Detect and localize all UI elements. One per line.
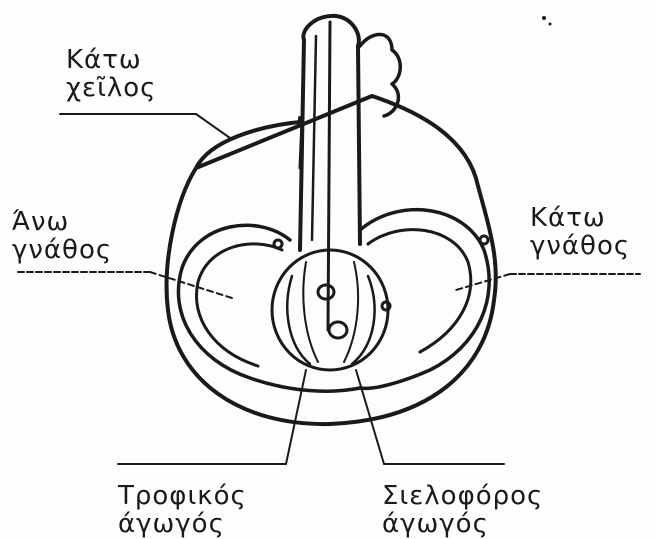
outer-head-outline [167,96,496,424]
feeding-canal-mark [318,285,334,299]
bundle-inner-1 [287,276,310,364]
label-lower-jaw: Κάτω γνάθος [530,204,630,260]
label-salivary-canal-line1: Σιελοφόρος [382,482,543,510]
label-lower-lip-line2: χεῖλος [66,74,156,102]
salivary-canal-mark [329,322,347,338]
dot-edge-right [480,236,488,244]
stylet-right-edge [358,46,360,244]
label-upper-jaw-line1: Άνω [12,208,112,236]
dot-left [274,240,282,248]
top-left-fold [300,120,302,168]
label-upper-jaw-line2: γνάθος [12,236,112,264]
label-lower-jaw-line2: γνάθος [530,232,630,260]
label-salivary-canal: Σιελοφόρος άγωγός [382,482,543,538]
stylet-bundle [272,250,388,370]
speck [542,16,546,20]
label-feeding-canal-line2: άγωγός [118,510,247,538]
speck-2 [549,23,552,26]
label-feeding-canal-line1: Τροφικός [118,482,247,510]
dot-right [382,302,390,310]
label-feeding-canal: Τροφικός άγωγός [118,482,247,538]
leader-lower-lip [196,114,230,138]
label-salivary-canal-line2: άγωγός [382,510,543,538]
label-upper-jaw: Άνω γνάθος [12,208,112,264]
bundle-inner-4 [344,262,358,362]
leader-lower-jaw [456,274,510,290]
leader-upper-jaw [150,272,232,298]
upper-jaw-inner [196,244,282,366]
leader-feeding [286,370,306,464]
stylet-inner-line [312,36,316,240]
bundle-inner-3 [303,262,318,362]
label-lower-lip-line1: Κάτω [66,46,156,74]
label-lower-jaw-line1: Κάτω [530,204,630,232]
label-lower-lip: Κάτω χεῖλος [66,46,156,102]
